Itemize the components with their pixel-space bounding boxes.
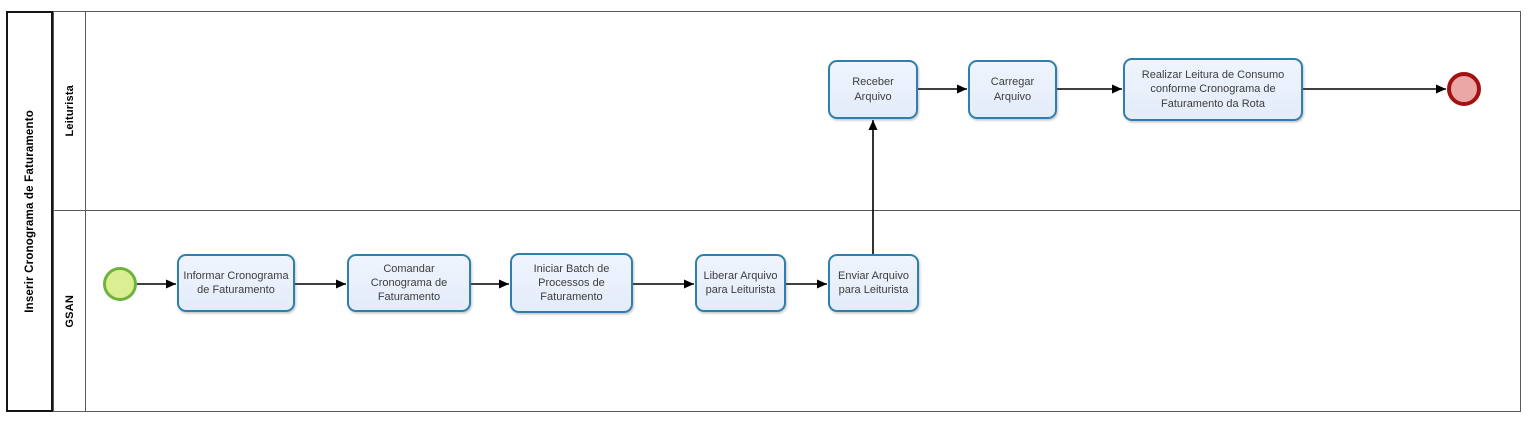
task-enviar-arquivo-para-leiturista[interactable]: Enviar Arquivo para Leiturista [828, 254, 919, 312]
lane-leiturista: Leiturista [54, 12, 1520, 210]
pool-title-column: Inserir Cronograma de Faturamento [6, 11, 53, 412]
start-event-icon[interactable] [103, 267, 137, 301]
task-carregar-arquivo[interactable]: Carregar Arquivo [968, 60, 1057, 119]
lane-gsan-label-cell: GSAN [54, 211, 86, 411]
lane-leiturista-label-cell: Leiturista [54, 12, 86, 210]
task-realizar-leitura-de-consumo[interactable]: Realizar Leitura de Consumo conforme Cro… [1123, 58, 1303, 121]
task-informar-cronograma-de-faturamento[interactable]: Informar Cronograma de Faturamento [177, 254, 295, 312]
lane-gsan-label: GSAN [63, 294, 76, 328]
lane-gsan: GSAN [54, 210, 1520, 411]
task-iniciar-batch-de-processos[interactable]: Iniciar Batch de Processos de Faturament… [510, 253, 633, 313]
task-receber-arquivo[interactable]: Receber Arquivo [828, 60, 918, 119]
task-comandar-cronograma-de-faturamento[interactable]: Comandar Cronograma de Faturamento [347, 254, 471, 312]
pool-title: Inserir Cronograma de Faturamento [23, 110, 36, 313]
end-event-icon[interactable] [1447, 72, 1481, 106]
task-liberar-arquivo-para-leiturista[interactable]: Liberar Arquivo para Leiturista [695, 254, 786, 312]
lane-leiturista-label: Leiturista [63, 85, 76, 137]
